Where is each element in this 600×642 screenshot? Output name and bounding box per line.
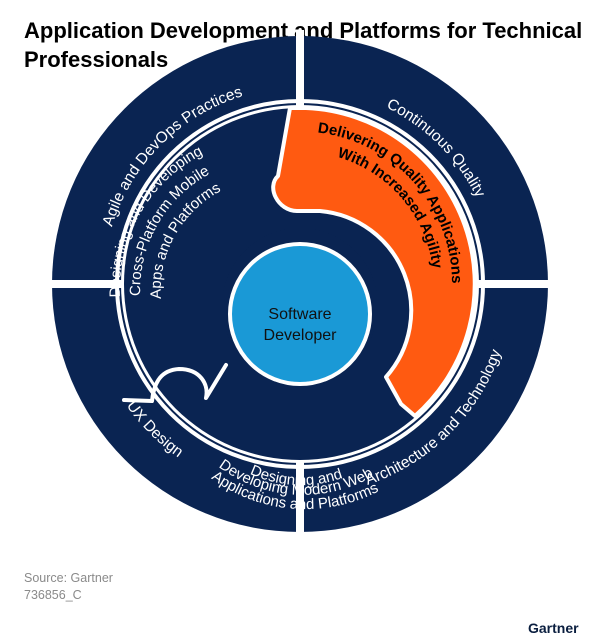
center-label-line-1: Software	[268, 306, 331, 323]
gartner-logo: Gartner	[528, 620, 579, 636]
quality-segment	[271, 106, 477, 418]
puzzle-divider	[122, 363, 228, 403]
ring-divider-left	[48, 280, 128, 288]
source-note: Source: Gartner	[24, 571, 113, 585]
ring-divider-top	[296, 30, 304, 110]
ring-divider-bottom	[296, 455, 304, 537]
center-circle	[228, 242, 372, 386]
center-label-line-2: Developer	[264, 327, 338, 344]
inner-ring-border	[115, 99, 485, 469]
document-code: 736856_C	[24, 588, 82, 602]
ring-divider-right	[471, 280, 553, 288]
